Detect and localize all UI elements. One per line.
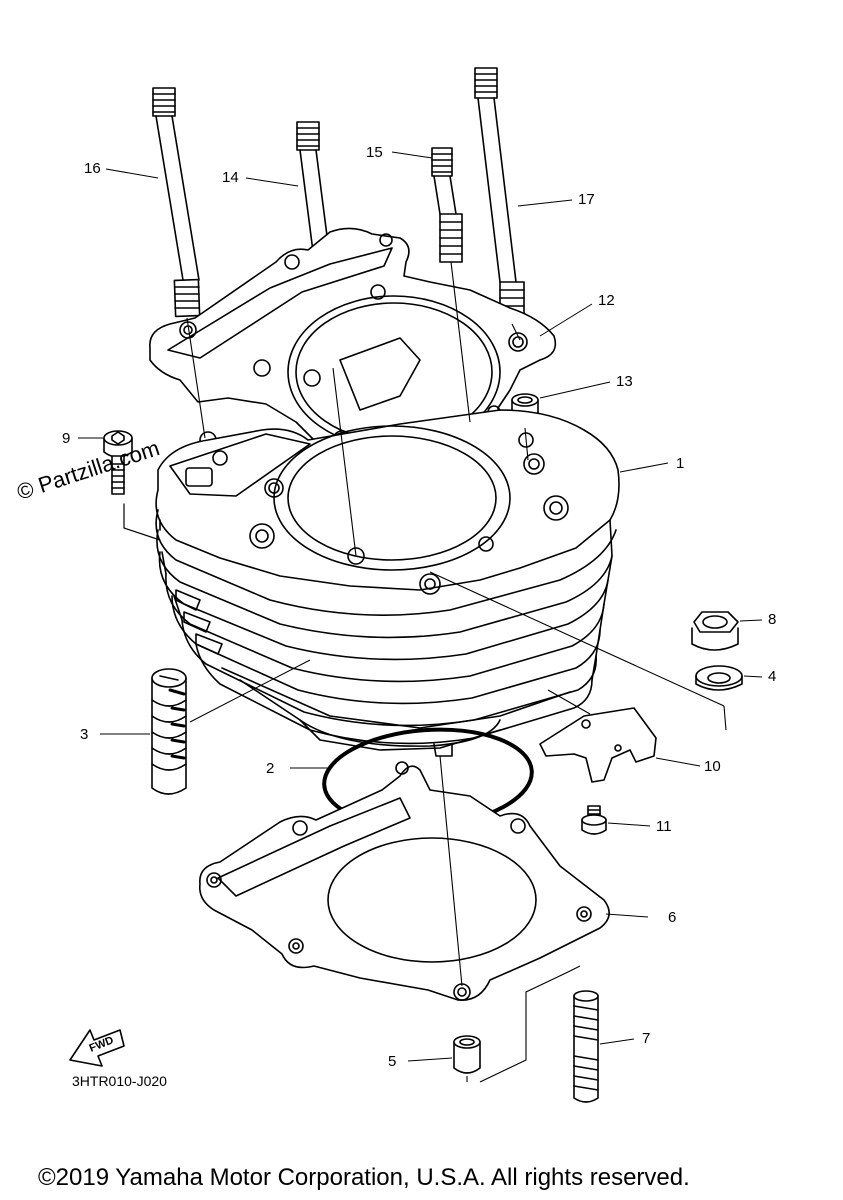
diagram-code: 3HTR010-J020	[72, 1073, 167, 1089]
callout-7: 7	[642, 1030, 650, 1047]
part-17-stud	[474, 67, 525, 323]
callout-5: 5	[388, 1053, 396, 1070]
part-6-base-gasket	[198, 761, 610, 1001]
callout-4: 4	[768, 668, 776, 685]
part-1-cylinder	[155, 409, 620, 757]
callout-12: 12	[598, 292, 615, 309]
fwd-arrow-icon	[69, 1029, 125, 1067]
part-4-washer	[695, 665, 743, 691]
watermark-text: © Partzilla.com	[14, 435, 163, 505]
part-11-screw	[581, 805, 607, 835]
callout-10: 10	[704, 758, 721, 775]
part-7-stud	[573, 990, 599, 1103]
callout-11: 11	[656, 818, 672, 835]
assembly-lines	[186, 261, 727, 1083]
part-8-nut	[691, 611, 739, 651]
callout-9: 9	[62, 430, 70, 447]
callout-labels: 1 2 3 4 5 6 7 8 9 10 11 12 13 14 15 16 1…	[62, 144, 776, 1070]
part-5-dowel-pin	[453, 1035, 481, 1074]
callout-2: 2	[266, 760, 274, 777]
leader-lines	[78, 151, 763, 1062]
callout-14: 14	[222, 169, 239, 186]
part-10-bracket	[539, 707, 657, 783]
callout-6: 6	[668, 909, 676, 926]
part-3-pin	[151, 668, 187, 795]
callout-16: 16	[84, 160, 101, 177]
callout-13: 13	[616, 373, 633, 390]
part-16-stud	[152, 87, 201, 318]
callout-17: 17	[578, 191, 595, 208]
callout-15: 15	[366, 144, 383, 161]
copyright-text: ©2019 Yamaha Motor Corporation, U.S.A. A…	[38, 1164, 690, 1191]
callout-1: 1	[676, 455, 684, 472]
part-15-stud	[431, 147, 463, 263]
callout-8: 8	[768, 611, 776, 628]
part-9-bolt	[103, 430, 161, 541]
callout-3: 3	[80, 726, 88, 743]
